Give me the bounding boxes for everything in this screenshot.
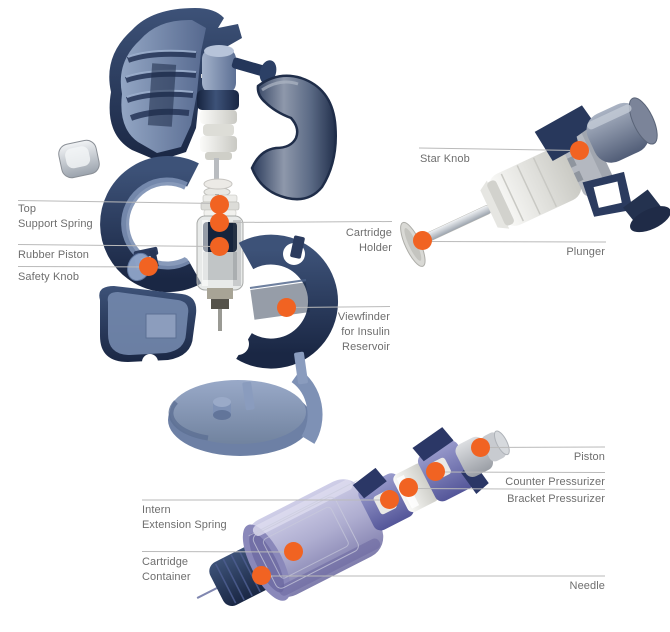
part-handle (582, 171, 670, 233)
label-counter-pressurizer: Counter Pressurizer (505, 476, 605, 488)
label-cartridge-container: Cartridge Container (142, 556, 191, 583)
part-rear-barrel (586, 97, 658, 163)
leader-rubber-piston (17, 244, 218, 247)
hotspot-piston[interactable] (471, 438, 490, 457)
hotspot-plunger[interactable] (413, 231, 432, 250)
part-plunger-rod (400, 205, 492, 267)
hotspot-counter-pressurizer[interactable] (426, 462, 445, 481)
label-plunger: Plunger (566, 246, 605, 258)
part-drive-knob-assembly (197, 45, 277, 202)
label-top-support-spring: Top Support Spring (18, 203, 93, 230)
label-piston: Piston (573, 451, 605, 463)
leader-star-knob (418, 147, 578, 151)
hotspot-bracket-pressurizer[interactable] (399, 478, 418, 497)
part-lower-shell-left (99, 286, 197, 370)
hotspot-top-support-spring[interactable] (210, 195, 229, 214)
leader-plunger (426, 241, 607, 243)
hotspot-star-knob[interactable] (570, 141, 589, 160)
hotspot-viewfinder[interactable] (277, 298, 296, 317)
leader-viewfinder (289, 306, 391, 308)
leader-lines (17, 147, 607, 577)
part-mid-shell-left (100, 156, 210, 292)
leader-safety-knob (17, 266, 147, 268)
hotspot-cartridge-holder[interactable] (210, 213, 229, 232)
hotspot-intern-extension-spring[interactable] (380, 490, 399, 509)
leader-cartridge-container (141, 551, 292, 553)
hotspot-safety-knob[interactable] (139, 257, 158, 276)
label-cartridge-holder: Cartridge Holder (345, 227, 392, 254)
leader-bracket-pressurizer (412, 488, 606, 490)
label-viewfinder: Viewfinder for Insulin Reservoir (337, 311, 390, 353)
part-back-shell-left (109, 8, 243, 161)
label-safety-knob: Safety Knob (18, 271, 80, 283)
hotspot-cartridge-container[interactable] (284, 542, 303, 561)
label-bracket-pressurizer: Bracket Pressurizer (507, 493, 605, 505)
hotspot-rubber-piston[interactable] (210, 237, 229, 256)
part-injector-body (487, 147, 582, 226)
label-intern-extension-spring: Intern Extension Spring (142, 504, 227, 531)
part-outer-shell-right (250, 74, 337, 201)
leader-piston (484, 446, 606, 448)
leader-cartridge-holder (222, 221, 393, 223)
part-top-bracket (534, 105, 595, 161)
label-needle: Needle (569, 580, 605, 592)
label-rubber-piston: Rubber Piston (18, 249, 90, 261)
part-metal-cube (58, 139, 100, 179)
leader-counter-pressurizer (439, 471, 606, 473)
hotspot-needle[interactable] (252, 566, 271, 585)
leader-top-support-spring (17, 200, 217, 204)
assembled-injector-group (400, 97, 670, 267)
part-cartridge-container (242, 479, 384, 601)
part-base-cap (168, 351, 323, 456)
exploded-pen-group (58, 8, 338, 456)
label-star-knob: Star Knob (420, 153, 470, 165)
